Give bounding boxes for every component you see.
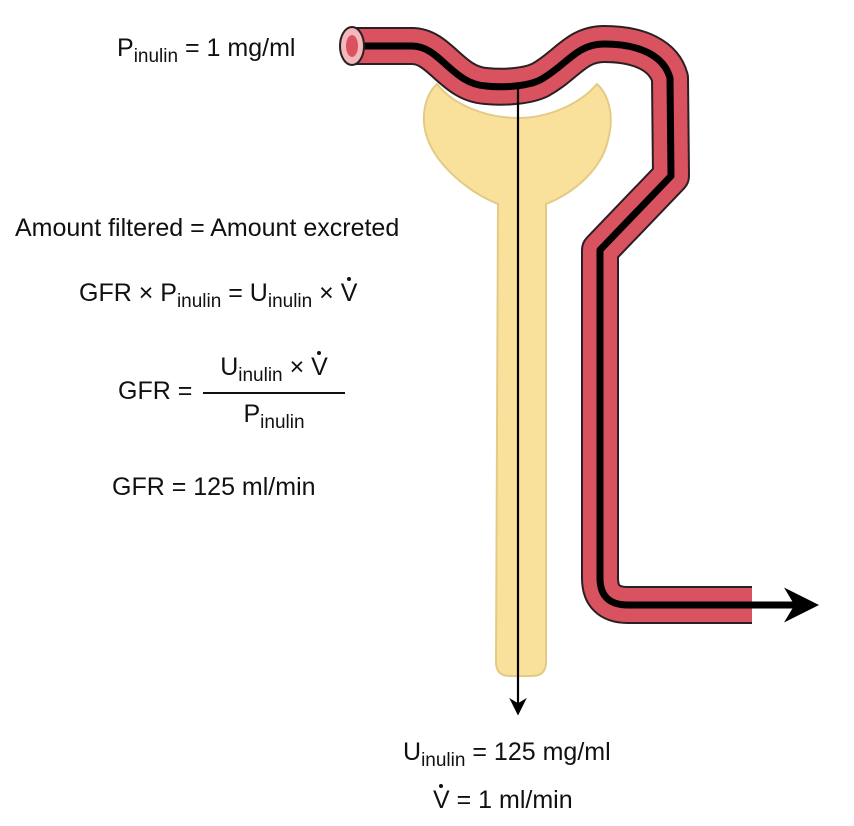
equation-4-text: GFR = 125 ml/min — [112, 473, 316, 501]
tubule-opening-lumen — [346, 35, 358, 57]
eq3-num-x: × V — [282, 351, 328, 381]
equation-gfr-result: GFR = 125 ml/min — [112, 475, 316, 500]
eq2-right: × V — [312, 277, 358, 307]
urine-flow-label: V = 1 ml/min — [433, 784, 573, 814]
equation-gfr-fraction-lhs: GFR = — [118, 379, 192, 404]
urine-symbol: U — [403, 738, 422, 766]
urine-value: = 125 mg/ml — [465, 738, 611, 766]
flow-rate-symbol: V — [340, 277, 358, 307]
eq3-num-sub: inulin — [238, 365, 283, 387]
eq2-mid-sub: inulin — [267, 291, 313, 313]
tubule-lumen-flow-arrow — [352, 40, 819, 623]
eq3-den-p: P — [243, 400, 261, 428]
plasma-subscript: inulin — [133, 46, 179, 68]
plasma-value: = 1 mg/ml — [178, 34, 296, 62]
flow-value: = 1 ml/min — [449, 786, 573, 814]
eq3-num-u: U — [220, 353, 239, 381]
urine-inulin-label: Uinulin = 125 mg/ml — [403, 738, 611, 771]
eq2-mid: = U — [221, 279, 268, 307]
flow-rate-symbol: V — [311, 351, 328, 381]
urine-subscript: inulin — [421, 750, 466, 772]
plasma-symbol: P — [117, 34, 134, 62]
fraction-bar — [203, 392, 345, 394]
equation-amount-filtered: Amount filtered = Amount excreted — [15, 216, 399, 241]
equation-1-text: Amount filtered = Amount excreted — [15, 214, 400, 242]
eq2-left-sub: inulin — [176, 291, 222, 313]
fraction-numerator: Uinulin × V — [203, 351, 345, 385]
plasma-inulin-label: Pinulin = 1 mg/ml — [117, 34, 296, 67]
fraction-denominator: Pinulin — [203, 400, 345, 433]
eq3-den-sub: inulin — [260, 412, 305, 434]
eq3-lhs: GFR = — [118, 377, 193, 405]
eq2-left: GFR × P — [79, 279, 177, 307]
flow-symbol: V — [433, 784, 450, 814]
equation-gfr-product: GFR × Pinulin = Uinulin × V — [79, 277, 358, 311]
